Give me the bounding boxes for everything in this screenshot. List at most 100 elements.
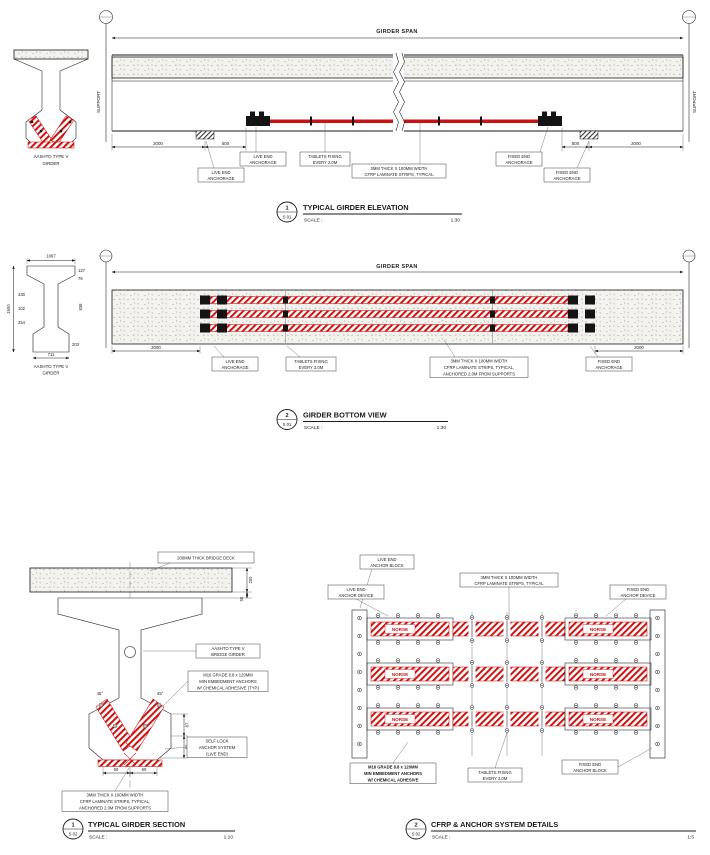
scale-value: 1:30 bbox=[451, 218, 461, 224]
ad-fixed-block-line2: ANCHOR BLOCK bbox=[573, 768, 607, 773]
dim-102: 102 bbox=[18, 306, 26, 311]
fixed-end-anchor-block-plate bbox=[649, 609, 666, 759]
bv-cfrp-line1: 3MM THICK X 100MM WIDTH bbox=[451, 359, 508, 364]
title-block-anchor-details: 2 S 02 CFRP & ANCHOR SYSTEM DETAILS SCAL… bbox=[405, 818, 696, 841]
dim-60-b: 60 bbox=[142, 767, 147, 772]
callout-fixed-end-2-line1: FIXED END bbox=[556, 170, 578, 175]
bottom-view-section-ref: 1067 330 102 254 1600 127 76 838 203 711… bbox=[6, 254, 86, 376]
cfrp-bottom-strip bbox=[27, 141, 75, 149]
ad-live-block-line1: LIVE END bbox=[377, 557, 396, 562]
drawing-girder-bottom-view: 1067 330 102 254 1600 127 76 838 203 711… bbox=[6, 249, 696, 431]
section-girder-name-line2: GIRDER bbox=[42, 371, 59, 376]
dim-2000-left-bv: 2000 bbox=[151, 345, 161, 350]
datum-left-bv bbox=[99, 249, 113, 348]
sec-cfrp-line2: CFRP LAMINATE STRIPS, TYPICAL, bbox=[80, 799, 150, 804]
sec-selflock-line2: ANCHOR SYSTEM bbox=[199, 745, 236, 750]
icon-girder-name-line2: GIRDER bbox=[42, 161, 59, 166]
dim-711: 711 bbox=[48, 352, 55, 357]
drawing-typical-girder-elevation: AASHTO TYPE V GIRDER GIRDER SPAN SUPPORT… bbox=[13, 10, 697, 224]
dim-1600: 1600 bbox=[6, 304, 11, 314]
callout-fixed-end-2-line2: ANCHORAGE bbox=[554, 176, 581, 181]
girder-section-icon bbox=[13, 49, 89, 149]
cfrp-row: NORSE NORSE bbox=[366, 658, 652, 690]
callout-live-end-2-line2: ANCHORAGE bbox=[208, 176, 235, 181]
dim-500-right: 500 bbox=[572, 141, 580, 146]
ad-anchors-line2: MIN EMBEDMENT ANCHORS bbox=[364, 771, 422, 776]
drawing-title: GIRDER BOTTOM VIEW bbox=[303, 411, 387, 420]
cfrp-row: NORSE NORSE bbox=[366, 703, 652, 735]
drawing-title: TYPICAL GIRDER SECTION bbox=[88, 820, 185, 829]
support-label-right: SUPPORT bbox=[692, 91, 697, 113]
sec-selflock-line1: SELF LOCK bbox=[205, 739, 228, 744]
title-block-section: 1 S 02 TYPICAL GIRDER SECTION SCALE : 1:… bbox=[62, 818, 235, 841]
dim-45-left: 45° bbox=[97, 691, 104, 696]
detail-number: 2 bbox=[414, 823, 417, 829]
dim-60-a: 60 bbox=[114, 767, 119, 772]
cfrp-row: NORSE NORSE bbox=[366, 613, 652, 645]
ad-fixed-device-line1: FIXED END bbox=[627, 587, 649, 592]
scale-label: SCALE : bbox=[304, 425, 322, 431]
callout-cfrp-line1: 3MM THICK X 100MM WIDTH bbox=[371, 166, 428, 171]
sec-cfrp-line1: 3MM THICK X 100MM WIDTH bbox=[87, 793, 144, 798]
drawing-title: TYPICAL GIRDER ELEVATION bbox=[303, 203, 409, 212]
ad-tablets-line2: EVERY 2.0M bbox=[483, 776, 508, 781]
sec-girder-line2: BRIDGE GIRDER bbox=[211, 652, 245, 657]
web-hole bbox=[124, 646, 136, 658]
bv-tablets-line2: EVERY 2.0M bbox=[299, 365, 324, 370]
elevation-dimensions: 2000 500 500 2000 bbox=[111, 128, 684, 151]
girder-span-label: GIRDER SPAN bbox=[376, 29, 417, 35]
title-block-bottom-view: 2 S 01 GIRDER BOTTOM VIEW SCALE : 1:30 bbox=[276, 409, 448, 431]
dim-838: 838 bbox=[78, 303, 83, 311]
section-girder-name-line1: AASHTO TYPE V bbox=[34, 364, 69, 369]
datum-right-bv bbox=[682, 249, 696, 348]
section-callouts: AASHTO TYPE V BRIDGE GIRDER M16 GRADE 8.… bbox=[61, 643, 269, 812]
ad-live-device-line2: ANCHOR DEVICE bbox=[339, 593, 374, 598]
callout-live-end-1-line2: ANCHORAGE bbox=[250, 160, 277, 165]
ad-anchors-line1: M16 GRADE 8.8 x 120MM bbox=[368, 765, 419, 770]
brand-norse: NORSE bbox=[392, 627, 408, 632]
cfrp-strips-bottom-view bbox=[200, 291, 595, 343]
sec-anchors-line1: M16 GRADE 8.8 x 120MM bbox=[203, 673, 253, 678]
dim-254: 254 bbox=[18, 320, 26, 325]
anchor-detail-callouts-top: LIVE END ANCHOR BLOCK LIVE END ANCHOR DE… bbox=[327, 554, 667, 620]
detail-number: 1 bbox=[71, 823, 74, 829]
dim-1067: 1067 bbox=[46, 254, 56, 259]
brand-norse: NORSE bbox=[590, 627, 606, 632]
brand-norse: NORSE bbox=[590, 672, 606, 677]
datum-left bbox=[99, 10, 113, 142]
ad-cfrp-line2: CFRP LAMINATE STRIPS, TYPICAL bbox=[474, 581, 544, 586]
dim-45-right: 45° bbox=[157, 691, 164, 696]
dim-87-a: 87 bbox=[185, 722, 190, 727]
dim-2000-right-bv: 2000 bbox=[634, 345, 644, 350]
ad-tablets-line1: TABLETS FIXING bbox=[478, 770, 511, 775]
scale-value: 1:5 bbox=[687, 835, 694, 841]
brand-norse: NORSE bbox=[590, 717, 606, 722]
callout-tablets-line1: TABLETS FIXING bbox=[308, 154, 341, 159]
ad-anchors-line3: W/ CHEMICAL ADHESIVE bbox=[368, 777, 419, 782]
dim-76: 76 bbox=[78, 276, 83, 281]
scale-value: 1:10 bbox=[224, 835, 234, 841]
dim-2000-left: 2000 bbox=[153, 141, 163, 146]
anchor-detail-callouts-bottom: M16 GRADE 8.8 x 120MM MIN EMBEDMENT ANCH… bbox=[349, 732, 653, 784]
ad-live-block-line2: ANCHOR BLOCK bbox=[370, 563, 404, 568]
scale-label: SCALE : bbox=[304, 218, 322, 224]
icon-girder-name-line1: AASHTO TYPE V bbox=[34, 154, 69, 159]
callout-live-end-2-line1: LIVE END bbox=[211, 170, 230, 175]
ad-fixed-device-line2: ANCHOR DEVICE bbox=[621, 593, 656, 598]
drawing-cfrp-anchor-details: NORSE NORSE NORSE bbox=[327, 554, 696, 841]
brand-norse: NORSE bbox=[392, 672, 408, 677]
scale-label: SCALE : bbox=[432, 835, 450, 841]
deck-callout: 200MM THICK BRIDGE DECK bbox=[177, 556, 235, 561]
elevation-callouts: LIVE END ANCHORAGE LIVE END ANCHORAGE TA… bbox=[197, 123, 591, 183]
callout-tablets-line2: EVERY 2.0M bbox=[313, 160, 338, 165]
sec-anchors-line3: W/ CHEMICAL ADHESIVE (TYP.) bbox=[197, 685, 260, 690]
fixed-end-anchor-block bbox=[538, 116, 562, 126]
title-block-elevation: 1 S 01 TYPICAL GIRDER ELEVATION SCALE : … bbox=[276, 201, 462, 224]
detail-number: 2 bbox=[285, 413, 288, 419]
dim-203: 203 bbox=[72, 342, 80, 347]
bv-tablets-line1: TABLETS FIXING bbox=[294, 359, 327, 364]
dim-200: 200 bbox=[248, 576, 253, 584]
detail-number: 1 bbox=[285, 206, 288, 212]
ad-cfrp-line1: 3MM THICK X 100MM WIDTH bbox=[481, 575, 538, 580]
brand-norse: NORSE bbox=[392, 717, 408, 722]
